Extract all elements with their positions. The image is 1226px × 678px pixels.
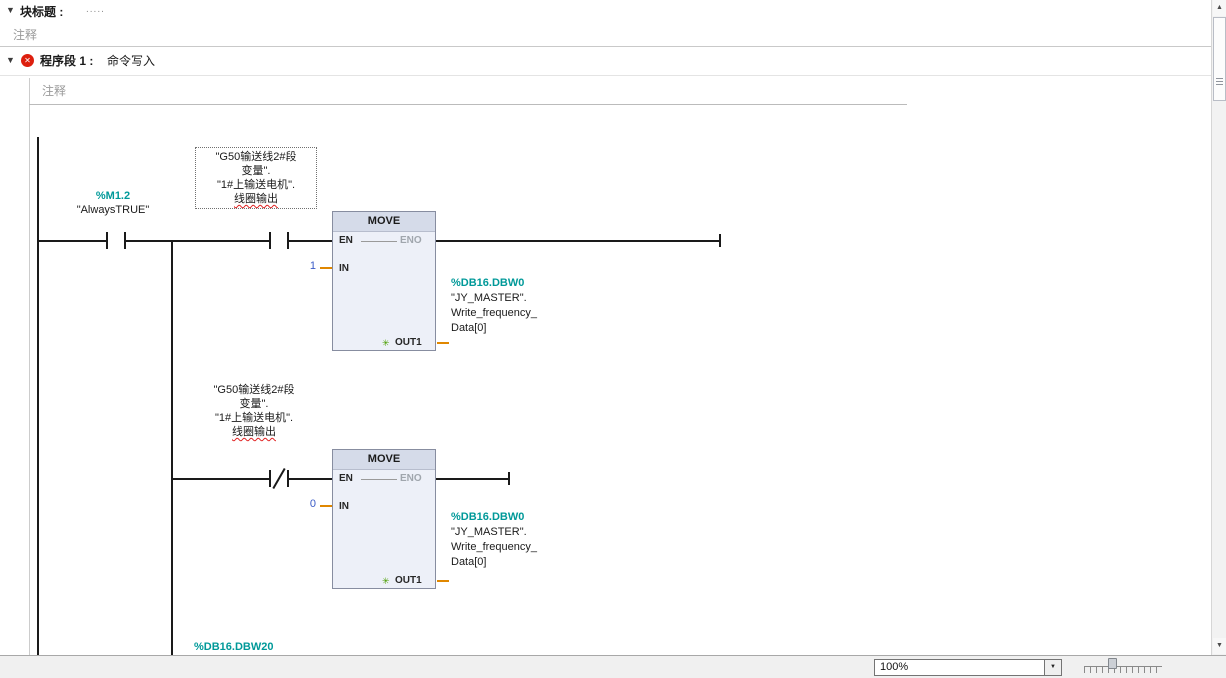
zoom-dropdown-button[interactable]: ▼ [1044,660,1061,675]
dropdown-arrow-icon: ▼ [1050,664,1056,670]
wire-rung2-end-tick [508,472,510,485]
zoom-slider-track[interactable] [1084,666,1162,667]
no-contact-2-right-bar[interactable] [287,232,289,249]
wire-rung1-out [436,240,719,242]
out1-pin-label: OUT1 [395,337,422,348]
network-left-border [29,78,30,655]
separator-line-2 [0,75,1211,76]
nc-contact-left-bar[interactable] [269,470,271,487]
out-connector-dash-1 [437,342,449,344]
network-collapse-triangle-icon[interactable]: ▼ [6,55,15,65]
contact-operand-coil-1[interactable]: "G50输送线2#段 变量". "1#上输送电机". 线圈输出 [195,147,317,209]
scroll-up-button[interactable]: ▲ [1213,0,1226,16]
operand-address: %DB16.DBW0 [451,277,525,289]
operand-line: Write_frequency_ [451,541,538,553]
no-contact-1-right-bar[interactable] [124,232,126,249]
zoom-value: 100% [880,661,909,673]
zoom-slider-handle[interactable] [1108,658,1117,669]
nc-contact-right-bar[interactable] [287,470,289,487]
operand-line: "G50输送线2#段 [215,151,297,163]
wire-rung2-b [289,478,332,480]
eno-pin-label: ENO [400,473,422,484]
wire-rung1-end-tick [719,234,721,247]
new-output-star-icon[interactable]: ✳ [382,576,390,586]
editor-canvas: ▼ 块标题 : ..... 注释 ▼ ✕ 程序段 1 : 命令写入 注释 %M1… [0,4,1211,655]
network-label: 程序段 1 : [40,54,94,68]
branch-rail [171,240,173,655]
operand-address: %DB16.DBW0 [451,511,525,523]
scroll-up-arrow-icon: ▲ [1216,4,1223,11]
operand-line: "G50输送线2#段 [213,384,295,396]
status-bar: 100% ▼ [0,655,1226,678]
network-title[interactable]: 命令写入 [107,54,156,68]
scrollbar-thumb[interactable] [1213,17,1226,101]
operand-line: "JY_MASTER". [451,292,527,304]
no-contact-2-left-bar[interactable] [269,232,271,249]
operand-line: 变量". [239,398,269,410]
vertical-scrollbar[interactable]: ▲ ▼ [1211,0,1226,655]
operand-address: %M1.2 [95,190,131,202]
new-output-star-icon[interactable]: ✳ [382,338,390,348]
move-instruction-2[interactable]: MOVE EN ENO IN ✳ OUT1 [332,449,436,589]
operand-line: Data[0] [451,322,487,334]
power-rail [37,137,39,655]
wire-rung2-out [436,478,508,480]
no-contact-1-left-bar[interactable] [106,232,108,249]
block-title-placeholder-dots[interactable]: ..... [86,4,105,15]
in-constant-2[interactable]: 0 [309,498,316,510]
operand-line: Data[0] [451,556,487,568]
out1-pin-label: OUT1 [395,575,422,586]
operand-line: "1#上输送电机". [214,412,294,424]
network-error-icon: ✕ [21,54,34,67]
separator-line-1 [0,46,1211,47]
wire-rung1-a [39,240,106,242]
move-instruction-title: MOVE [333,450,435,470]
in-pin-label: IN [339,501,349,512]
partial-operand-next-rung[interactable]: %DB16.DBW20 [194,641,274,653]
out-connector-dash-2 [437,580,449,582]
wire-rung1-b [126,240,269,242]
operand-name: "AlwaysTRUE" [76,204,150,216]
move-instruction-1[interactable]: MOVE EN ENO IN ✳ OUT1 [332,211,436,351]
contact-operand-alwaystrue[interactable]: %M1.2 "AlwaysTRUE" [60,189,166,217]
en-pin-label: EN [339,473,353,484]
in-connector-dash-2 [320,505,332,507]
block-comment[interactable]: 注释 [13,28,38,42]
zoom-select[interactable]: 100% ▼ [874,659,1062,676]
in-constant-1[interactable]: 1 [309,260,316,272]
operand-line: 变量". [241,165,271,177]
block-title-collapse-triangle-icon[interactable]: ▼ [6,5,15,15]
scroll-down-arrow-icon: ▼ [1216,642,1223,649]
en-eno-dash [361,241,397,242]
zoom-slider-ticks [1084,667,1162,673]
en-pin-label: EN [339,235,353,246]
scroll-down-button[interactable]: ▼ [1213,638,1226,654]
scrollbar-thumb-grip-icon [1216,78,1223,87]
operand-line: "1#上输送电机". [216,179,296,191]
en-eno-dash [361,479,397,480]
wire-rung1-c [289,240,332,242]
operand-line-error: 线圈输出 [232,426,276,438]
output-operand-2[interactable]: %DB16.DBW0 "JY_MASTER". Write_frequency_… [451,510,601,570]
operand-line: Write_frequency_ [451,307,538,319]
in-connector-dash-1 [320,267,332,269]
in-pin-label: IN [339,263,349,274]
block-title-label: 块标题 : [20,5,64,19]
move-instruction-title: MOVE [333,212,435,232]
nc-contact-slash[interactable] [272,468,286,489]
operand-line-error: 线圈输出 [234,193,278,205]
network-comment-underline [29,104,907,105]
wire-rung2-a [171,478,269,480]
eno-pin-label: ENO [400,235,422,246]
contact-operand-coil-2[interactable]: "G50输送线2#段 变量". "1#上输送电机". 线圈输出 [195,383,313,439]
operand-line: "JY_MASTER". [451,526,527,538]
network-comment[interactable]: 注释 [42,84,67,98]
output-operand-1[interactable]: %DB16.DBW0 "JY_MASTER". Write_frequency_… [451,276,601,336]
